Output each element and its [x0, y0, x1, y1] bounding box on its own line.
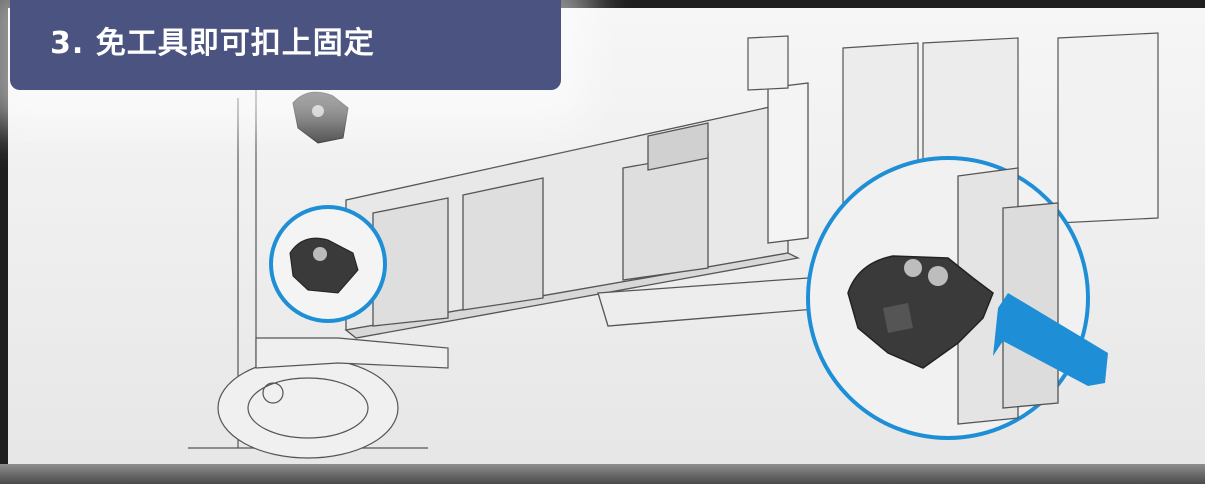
install-illustration — [8, 8, 1205, 484]
player-bottom-bar — [0, 464, 1205, 484]
caption-text: 3. 免工具即可扣上固定 — [50, 26, 375, 61]
tool-less-clip-icon — [292, 91, 349, 144]
step-caption: 3. 免工具即可扣上固定 — [10, 0, 561, 90]
tool-less-clip-icon — [847, 255, 994, 369]
push-arrow-icon — [993, 293, 1108, 386]
storage-card — [344, 82, 830, 339]
tool-less-clip-icon — [289, 237, 359, 294]
illustration-svg — [8, 8, 1205, 484]
chassis-frame — [188, 88, 449, 459]
